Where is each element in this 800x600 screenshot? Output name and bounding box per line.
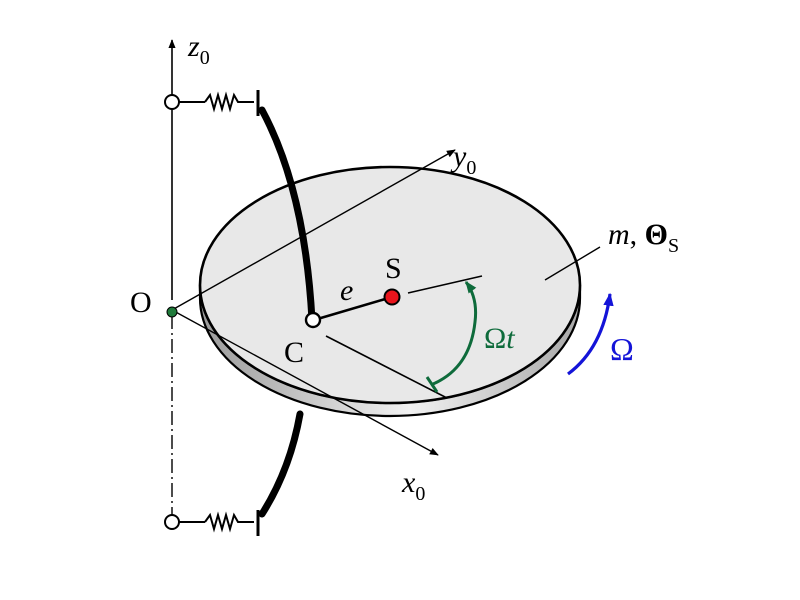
- top-spring: [179, 90, 260, 116]
- omega-label: Ω: [610, 331, 634, 367]
- x0-label: x0: [401, 466, 425, 505]
- angle-label: Ωt: [484, 322, 515, 355]
- x0-axis: [171, 309, 439, 456]
- y0-label: y0: [450, 140, 476, 179]
- z0-label: z0: [187, 30, 210, 69]
- bottom-pivot: [164, 514, 180, 530]
- bottom-spring: [179, 510, 260, 536]
- mass-inertia-label: m, ΘS: [608, 218, 679, 257]
- disk-face: [198, 165, 582, 405]
- upper-shaft: [258, 106, 316, 324]
- eccentricity-line: [313, 295, 393, 322]
- angle-arc: [432, 281, 478, 386]
- origin-label: O: [130, 286, 152, 319]
- origin-point: [166, 306, 178, 318]
- top-pivot: [164, 94, 180, 110]
- rotating-reference-line: [407, 275, 483, 294]
- mass-leader-line: [544, 246, 601, 281]
- fixed-reference-line: [325, 335, 448, 399]
- center-label: C: [284, 336, 304, 369]
- eccentricity-label: e: [340, 274, 353, 307]
- center-point: [304, 311, 322, 329]
- omega-arrow: [567, 292, 614, 376]
- y0-axis: [171, 149, 456, 311]
- angle-arc-tick: [425, 376, 439, 393]
- lower-shaft: [258, 410, 304, 518]
- com-point: [383, 288, 401, 306]
- com-label: S: [385, 252, 402, 285]
